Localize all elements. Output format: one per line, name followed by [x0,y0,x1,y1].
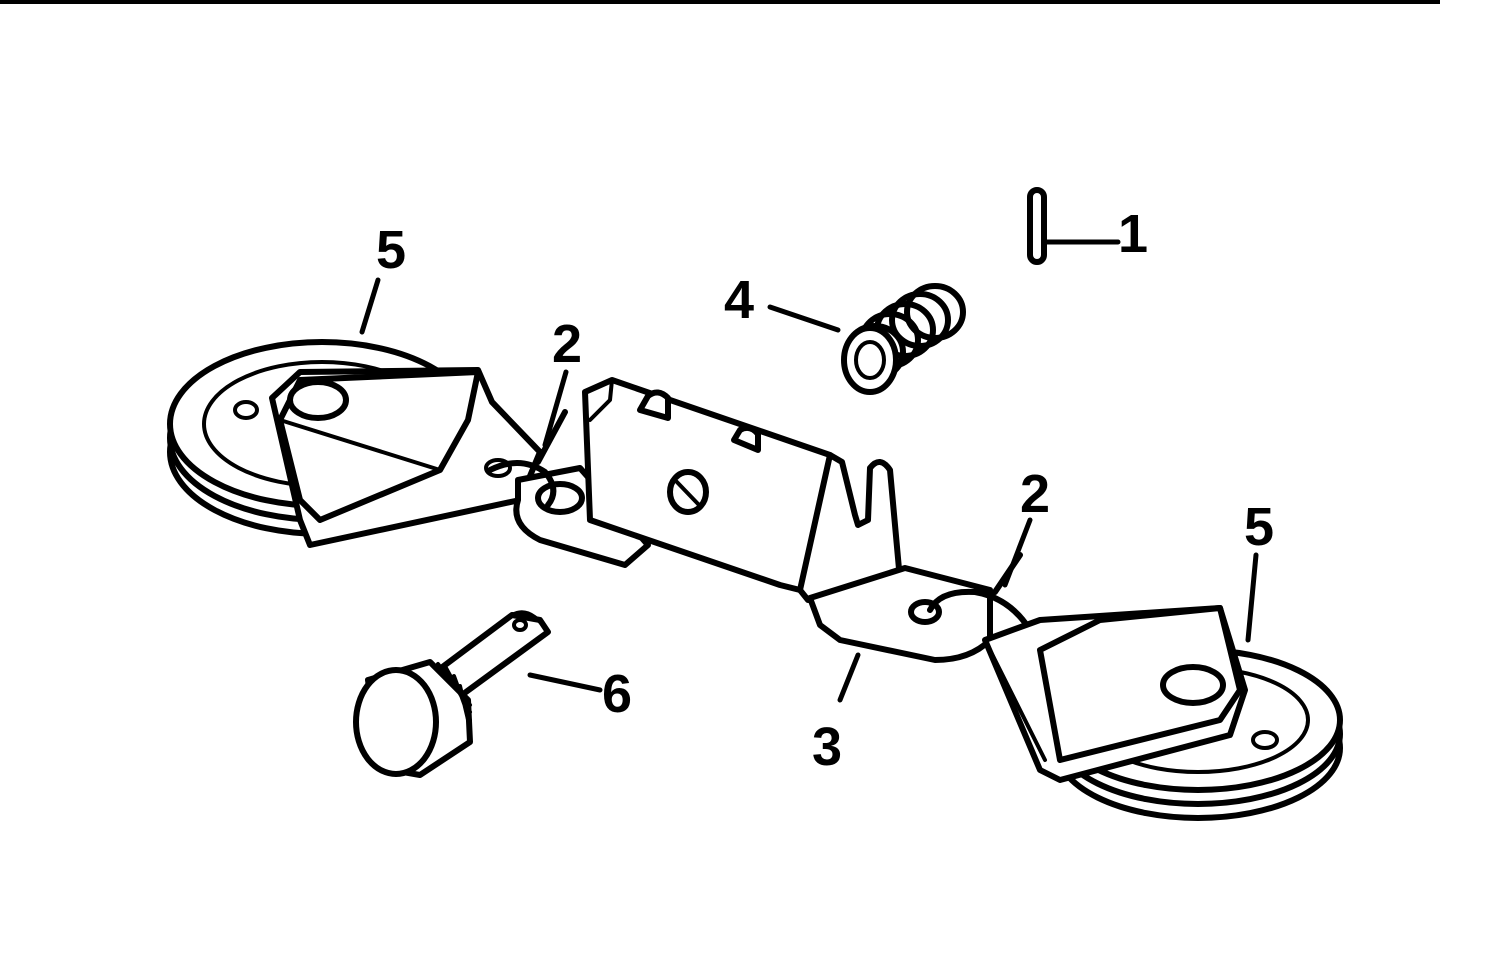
callout-1: 1 [1118,204,1148,264]
callout-5-right: 5 [1244,497,1274,557]
callout-4: 4 [724,270,754,330]
callout-3: 3 [812,717,842,777]
callout-6: 6 [602,664,632,724]
left-extension-spring [487,409,568,508]
right-pulley-arm [982,605,1248,783]
bracket [513,377,993,663]
leader-line-6 [527,672,603,693]
pin [1027,187,1047,265]
callout-2-left: 2 [552,314,582,374]
leader-line-2-right [1002,517,1033,588]
left-pulley-arm [269,367,543,548]
leader-line-2-left [542,369,569,448]
callout-5-left: 5 [376,220,406,280]
leader-line-3 [837,652,861,703]
leader-line-4 [767,304,841,333]
leader-line-5-left [359,277,381,335]
knob-screw [353,610,551,778]
callout-2-right: 2 [1020,464,1050,524]
leader-line-5-right [1245,552,1259,643]
compression-spring [841,283,966,395]
